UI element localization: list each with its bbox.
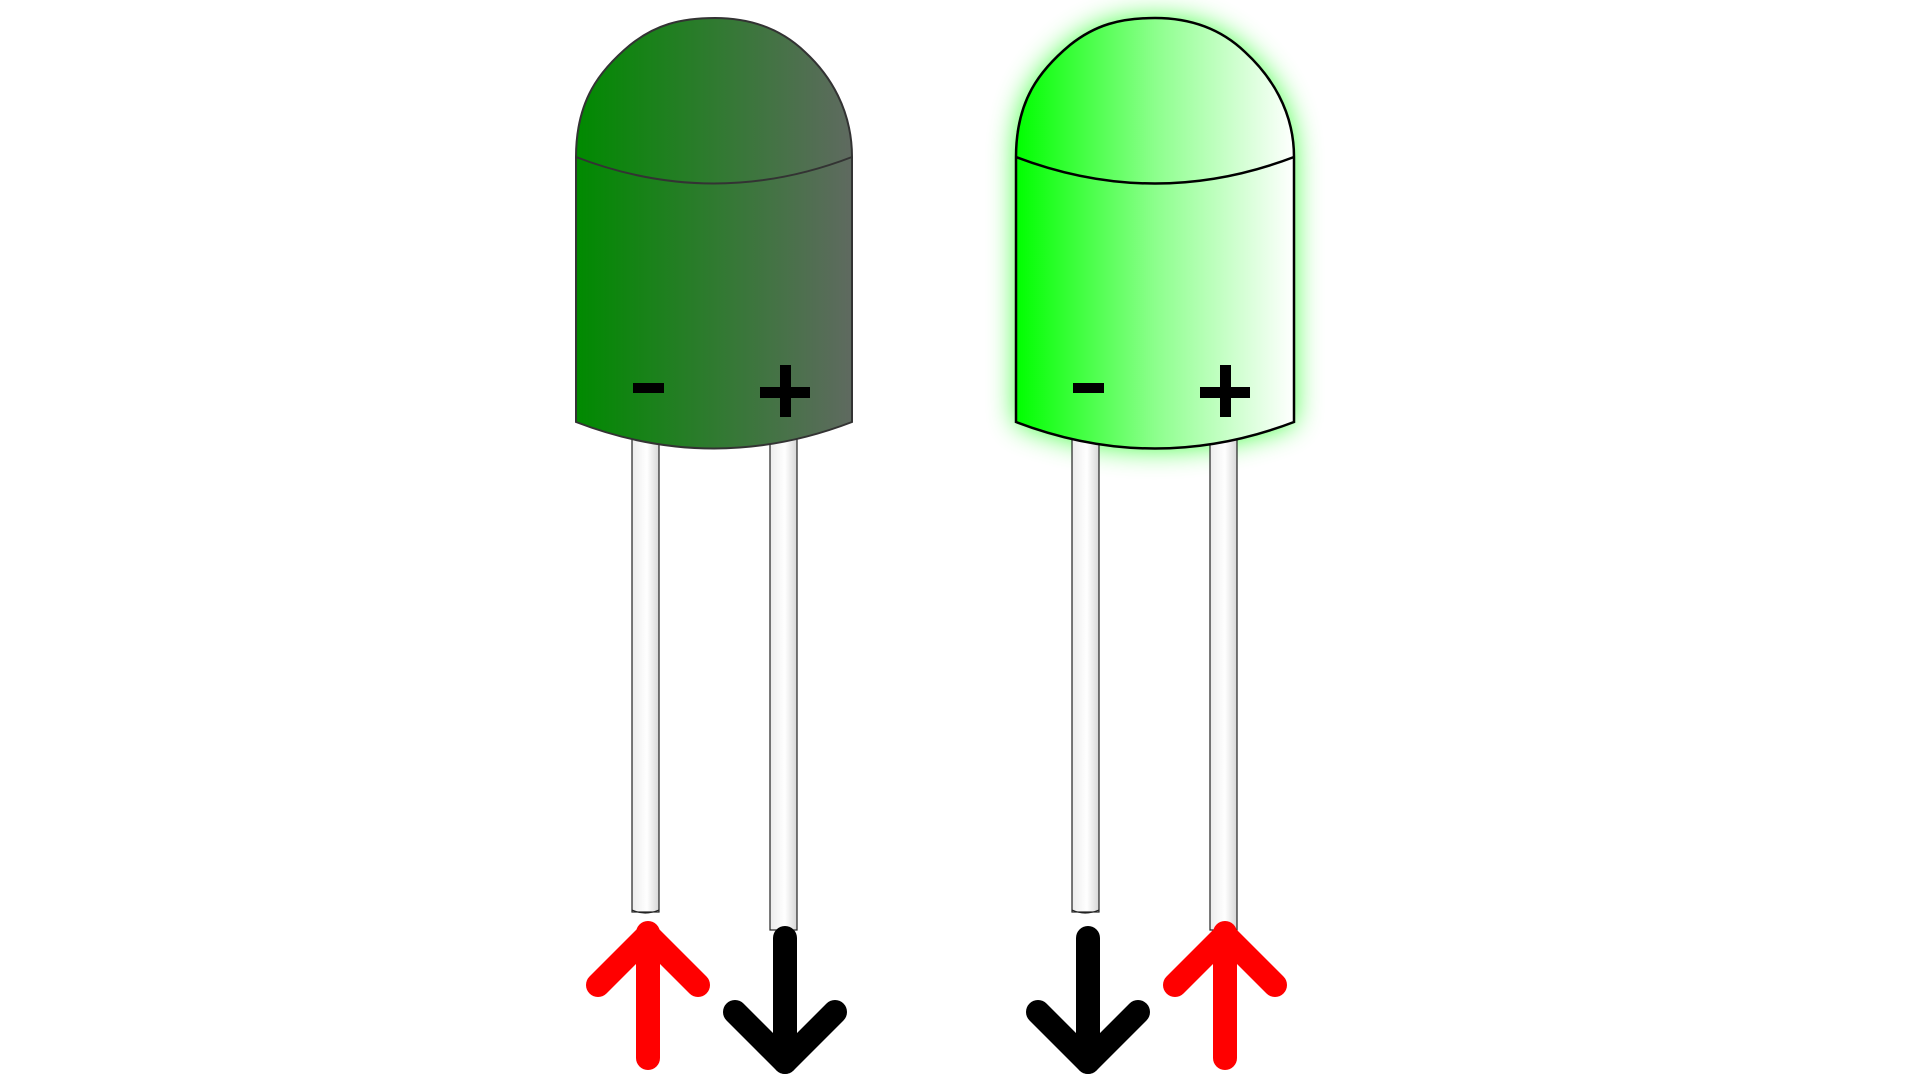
- led-lens-seam: [575, 156, 853, 185]
- led-body: [1014, 16, 1296, 450]
- plus-sign: [760, 365, 810, 417]
- cathode-lead: [1071, 429, 1100, 913]
- led-body: [575, 16, 853, 450]
- anode-lead: [1209, 429, 1238, 931]
- cathode-lead-tip: [631, 909, 660, 914]
- cathode-lead: [631, 429, 660, 913]
- led-lens-seam: [1015, 155, 1295, 185]
- arrow-up-icon: [1163, 921, 1287, 1070]
- arrow-down-icon: [1026, 926, 1150, 1074]
- led-on: - +: [1014, 16, 1296, 1074]
- arrow-up-icon: [586, 921, 710, 1070]
- arrow-down-icon: [723, 926, 847, 1074]
- minus-sign: [1073, 383, 1104, 393]
- cathode-lead-tip: [1071, 909, 1100, 914]
- anode-lead: [769, 429, 798, 931]
- led-off: - +: [575, 16, 853, 1074]
- minus-sign: [633, 383, 664, 393]
- plus-sign: [1200, 365, 1250, 417]
